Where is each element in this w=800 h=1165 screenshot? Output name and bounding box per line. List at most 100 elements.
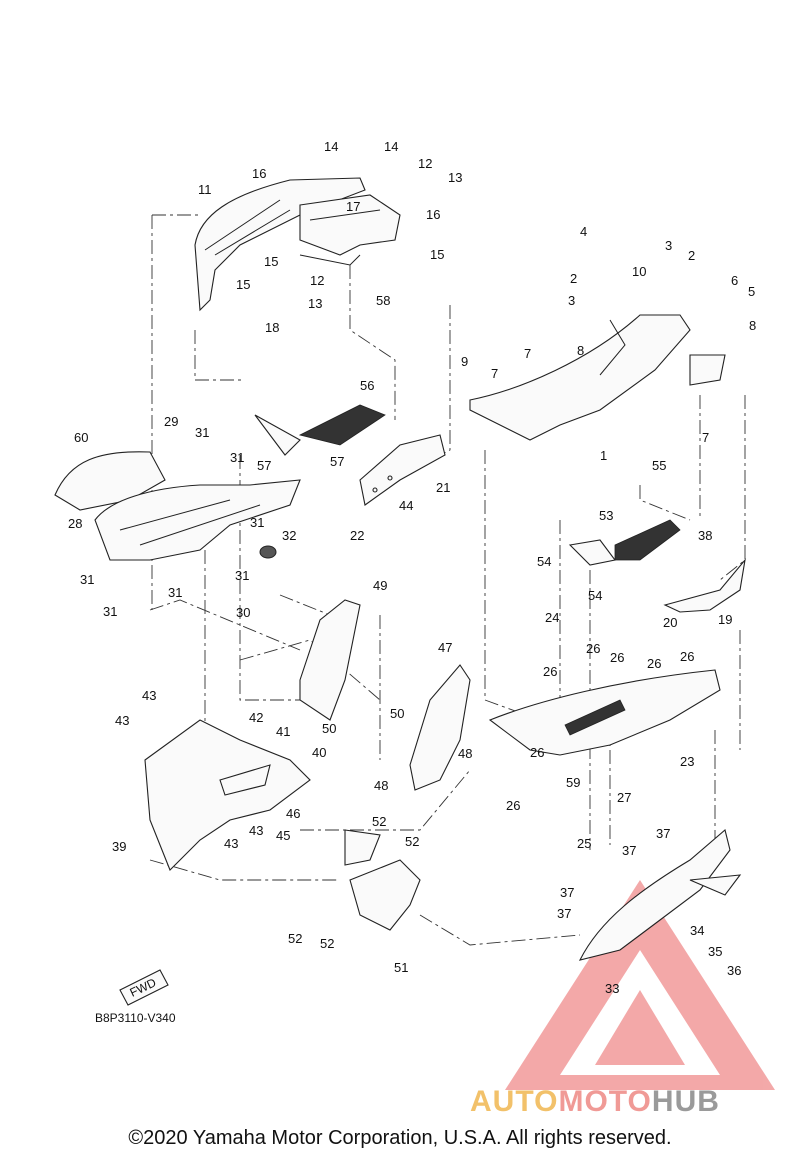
callout-56: 56 [360,378,374,393]
callout-26-4: 26 [647,656,661,671]
callout-33: 33 [605,981,619,996]
callout-37-3: 37 [560,885,574,900]
callout-42: 42 [249,710,263,725]
callout-6: 6 [731,273,738,288]
callout-12: 12 [418,156,432,171]
callout-43-4: 43 [224,836,238,851]
callout-37-2: 37 [622,843,636,858]
callout-45: 45 [276,828,290,843]
callout-31-5: 31 [103,604,117,619]
callout-44: 44 [399,498,413,513]
part-32-grommet [259,545,277,559]
callout-16-2: 16 [426,207,440,222]
part-39-lower-cowl-lh [144,719,311,871]
callout-41: 41 [276,724,290,739]
callout-54-2: 54 [588,588,602,603]
callout-17: 17 [346,199,360,214]
callout-8: 8 [577,343,584,358]
callout-60: 60 [74,430,88,445]
part-49-inner-panel [299,599,361,721]
part-21-bracket [359,434,446,506]
callout-13-2: 13 [308,296,322,311]
callout-31-3: 31 [250,515,264,530]
part-fwd-arrow: FWD [119,969,169,1006]
part-11-upper-cowl [194,177,366,312]
callout-52-4: 52 [320,936,334,951]
callout-50-2: 50 [322,721,336,736]
callout-52: 52 [372,814,386,829]
part-33-lower-cowl-rh [578,829,742,961]
copyright-notice: ©2020 Yamaha Motor Corporation, U.S.A. A… [128,1127,672,1149]
callout-31: 31 [195,425,209,440]
callout-18: 18 [265,320,279,335]
callout-54: 54 [537,554,551,569]
callout-52-3: 52 [288,931,302,946]
callout-43-2: 43 [115,713,129,728]
callout-8-2: 8 [749,318,756,333]
callout-38: 38 [698,528,712,543]
callout-29: 29 [164,414,178,429]
part-51-lower-bracket [344,829,421,931]
callout-26-2: 26 [586,641,600,656]
callout-5: 5 [748,284,755,299]
callout-7: 7 [524,346,531,361]
callout-3: 3 [568,293,575,308]
callout-24: 24 [545,610,559,625]
callout-23: 23 [680,754,694,769]
watermark-logo: AUTOMOTOHUB [470,1085,720,1119]
part-28-duct [94,479,301,561]
callout-57-2: 57 [330,454,344,469]
callout-14: 14 [324,139,338,154]
callout-13: 13 [448,170,462,185]
callout-19: 19 [718,612,732,627]
callout-26-7: 26 [506,798,520,813]
callout-49: 49 [373,578,387,593]
callout-46: 46 [286,806,300,821]
callout-51: 51 [394,960,408,975]
callout-37-4: 37 [557,906,571,921]
callout-26-6: 26 [530,745,544,760]
callout-1: 1 [600,448,607,463]
callout-28: 28 [68,516,82,531]
callout-57: 57 [257,458,271,473]
callout-20: 20 [663,615,677,630]
callout-2: 2 [570,271,577,286]
callout-35: 35 [708,944,722,959]
callout-21: 21 [436,480,450,495]
callout-2-2: 2 [688,248,695,263]
callout-31-6: 31 [168,585,182,600]
part-19-bracket [663,558,746,613]
watermark-moto: MOTO [558,1085,652,1118]
callout-31-7: 31 [235,568,249,583]
callout-26-3: 26 [610,650,624,665]
callout-16: 16 [252,166,266,181]
callout-26-5: 26 [680,649,694,664]
callout-43-3: 43 [249,823,263,838]
callout-14-2: 14 [384,139,398,154]
callout-50: 50 [390,706,404,721]
part-1-side-cover-rh [469,314,726,441]
callout-55: 55 [652,458,666,473]
callout-27: 27 [617,790,631,805]
callout-43: 43 [142,688,156,703]
callout-22: 22 [350,528,364,543]
callout-48: 48 [458,746,472,761]
part-53-mesh [568,519,681,566]
callout-30: 30 [236,605,250,620]
watermark-triangle [505,880,775,1090]
callout-15-3: 15 [430,247,444,262]
part-23-side-cover [488,669,721,756]
callout-15-2: 15 [236,277,250,292]
callout-32: 32 [282,528,296,543]
callout-48-2: 48 [374,778,388,793]
callout-25: 25 [577,836,591,851]
callout-39: 39 [112,839,126,854]
callout-10: 10 [632,264,646,279]
callout-31-4: 31 [80,572,94,587]
callout-26: 26 [543,664,557,679]
callout-7-3: 7 [702,430,709,445]
watermark-auto: AUTO [470,1085,559,1118]
part-bracket-upper [299,194,401,266]
